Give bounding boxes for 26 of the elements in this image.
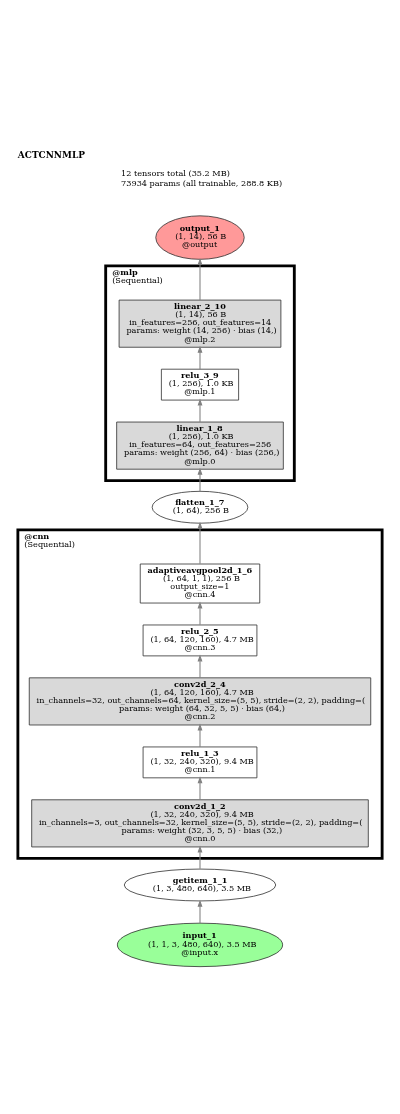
arrow bbox=[197, 722, 203, 747]
node-box: adaptiveavgpool2d_1_6 (1, 64, 1, 1), 256 B output_size=1 @cnn.4 bbox=[139, 563, 261, 603]
arrow bbox=[197, 653, 203, 678]
node-ellipse: flatten_1_7 (1, 64), 256 B bbox=[151, 490, 249, 524]
node-ellipse: getitem_1_1 (1, 3, 480, 640), 3.5 MB bbox=[123, 868, 277, 901]
node-box: relu_1_3 (1, 32, 240, 320), 9.4 MB @cnn.1 bbox=[142, 746, 258, 778]
arrow bbox=[197, 601, 203, 625]
arrow bbox=[197, 345, 203, 370]
arrow bbox=[197, 398, 203, 423]
label: 73934 params (all trainable, 288.8 KB) bbox=[121, 177, 283, 188]
node-ellipse: output_1 (1, 14), 56 B @output bbox=[155, 214, 245, 260]
node-box: conv2d_1_2 (1, 32, 240, 320), 9.4 MB in_channels=3, out_channels=32, kernel_size=(5, 5), stride=(2, 2), padding=( params: weight (32, 3, 5, 5) · bias (32,) @cnn.0 bbox=[31, 798, 369, 847]
arrow bbox=[197, 899, 203, 924]
diagram-title: ACTCNNMLP bbox=[17, 149, 85, 160]
node-ellipse: input_1 (1, 1, 3, 480, 640), 3.5 MB @input.x bbox=[116, 922, 284, 967]
arrow bbox=[197, 521, 203, 564]
node-box: linear_2_10 (1, 14), 56 B in_features=256, out_features=14 params: weight (14, 256) · bias (14,) @mlp.2 bbox=[118, 299, 282, 348]
node-box: relu_2_5 (1, 64, 120, 160), 4.7 MB @cnn.3 bbox=[142, 624, 258, 656]
arrow bbox=[197, 257, 203, 301]
label: 12 tensors total (35.2 MB) bbox=[121, 167, 230, 178]
node-box: conv2d_2_4 (1, 64, 120, 160), 4.7 MB in_channels=32, out_channels=64, kernel_size=(5, 5), stride=(2, 2), padding=( params: weight (64, 32, 5, 5) · bias (64,) @cnn.2 bbox=[28, 676, 372, 725]
arrow bbox=[197, 775, 203, 800]
arrow bbox=[197, 467, 203, 491]
arrow bbox=[197, 844, 203, 869]
node-box: relu_3_9 (1, 256), 1.0 KB @mlp.1 bbox=[160, 368, 240, 400]
node-box: linear_1_8 (1, 256), 1.0 KB in_features=64, out_features=256 params: weight (256, 64) · bias (256,) @mlp.0 bbox=[116, 421, 284, 470]
